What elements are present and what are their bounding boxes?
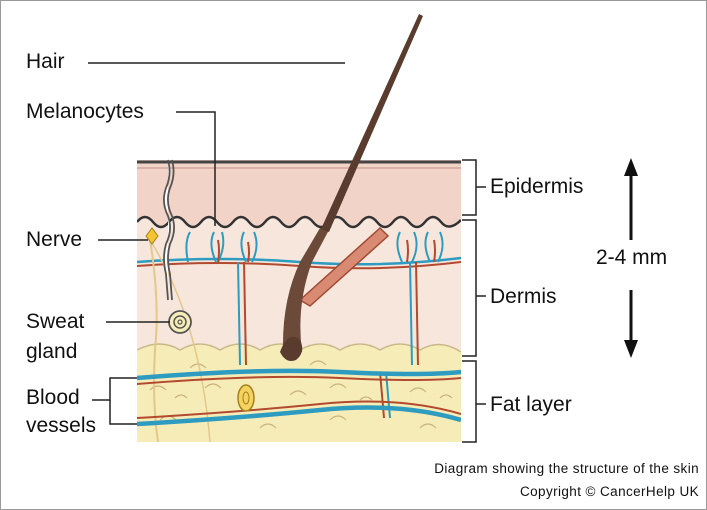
label-sweat-gland-line2: gland — [26, 340, 77, 364]
label-nerve: Nerve — [26, 228, 82, 252]
label-dermis: Dermis — [490, 285, 557, 309]
label-sweat-gland-line1: Sweat — [26, 310, 84, 334]
label-fat-layer: Fat layer — [490, 393, 572, 417]
label-thickness: 2-4 mm — [596, 246, 667, 270]
label-melanocytes: Melanocytes — [26, 100, 144, 124]
caption-line1: Diagram showing the structure of the ski… — [434, 461, 699, 477]
epidermis-bracket — [462, 160, 476, 215]
label-hair: Hair — [26, 50, 65, 74]
fat-layer-bracket — [462, 361, 476, 442]
caption-line2: Copyright © CancerHelp UK — [520, 484, 699, 500]
label-epidermis: Epidermis — [490, 175, 583, 199]
epidermis-region — [137, 160, 461, 227]
dermis-bracket — [462, 220, 476, 356]
label-blood-vessels-line1: Blood — [26, 386, 80, 410]
label-blood-vessels-line2: vessels — [26, 414, 96, 438]
